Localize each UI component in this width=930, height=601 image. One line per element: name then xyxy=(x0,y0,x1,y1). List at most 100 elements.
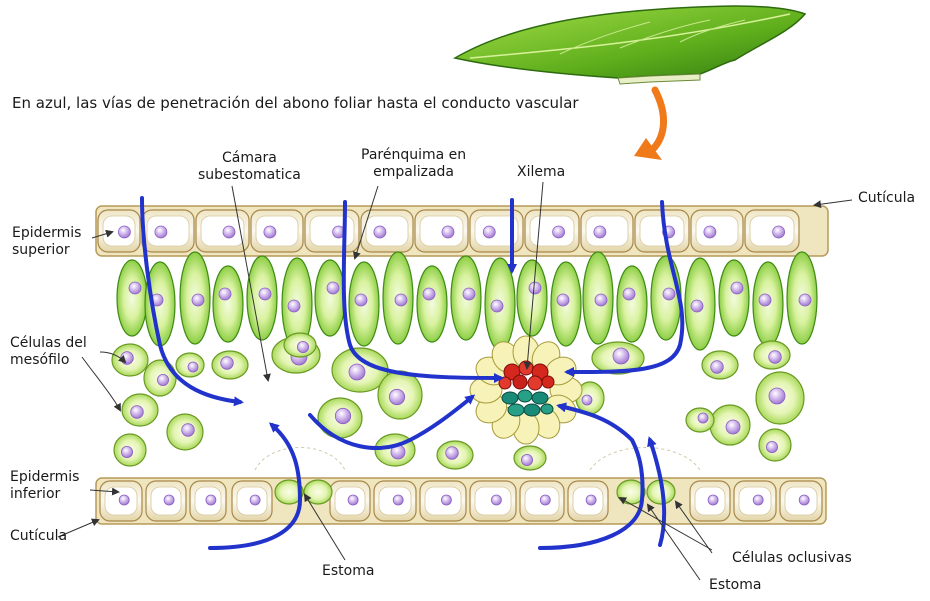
label-epidermis-inferior: Epidermis inferior xyxy=(10,469,79,503)
upper-epidermis-cell xyxy=(581,210,633,252)
mesophyll-cell xyxy=(144,360,176,396)
nucleus xyxy=(708,495,718,505)
nucleus xyxy=(119,495,129,505)
palisade-cell xyxy=(517,260,547,336)
label-epidermis-superior-line2: superior xyxy=(12,242,81,259)
nucleus xyxy=(521,454,532,465)
nucleus xyxy=(264,226,276,238)
upper-epidermis-cell xyxy=(305,210,359,252)
mesophyll-cell xyxy=(710,405,750,445)
palisade-cell xyxy=(180,252,210,344)
label-estoma-right: Estoma xyxy=(709,577,761,594)
label-celulas-line2: mesófilo xyxy=(10,352,87,369)
label-epidermis-superior: Epidermis superior xyxy=(12,225,81,259)
palisade-cell xyxy=(485,258,515,350)
upper-epidermis-cell xyxy=(142,210,194,252)
nucleus xyxy=(118,226,130,238)
palisade-cell xyxy=(753,262,783,346)
nucleus xyxy=(259,288,271,300)
nucleus xyxy=(753,495,763,505)
nucleus xyxy=(121,446,132,457)
label-camara-subestomatica: Cámara subestomatica xyxy=(198,150,301,184)
nucleus xyxy=(188,362,198,372)
lower-epidermis-cell xyxy=(780,481,822,521)
lower-epidermis-cell xyxy=(690,481,730,521)
nucleus xyxy=(595,294,607,306)
nucleus xyxy=(349,364,365,380)
lower-epidermis-cell xyxy=(330,481,370,521)
palisade-cell xyxy=(617,266,647,342)
palisade-cell xyxy=(315,260,345,336)
nucleus xyxy=(221,357,234,370)
nucleus xyxy=(586,495,596,505)
nucleus xyxy=(297,341,308,352)
label-epidermis-superior-line1: Epidermis xyxy=(12,225,81,242)
label-estoma-left: Estoma xyxy=(322,563,374,580)
label-xilema: Xilema xyxy=(517,164,565,181)
lower-epidermis xyxy=(100,481,822,521)
nucleus xyxy=(623,288,635,300)
nucleus xyxy=(769,388,785,404)
upper-epidermis xyxy=(98,210,799,252)
label-camara-line2: subestomatica xyxy=(198,167,301,184)
nucleus xyxy=(799,294,811,306)
mesophyll-cell xyxy=(759,429,791,461)
nucleus xyxy=(582,395,592,405)
upper-epidermis-cell xyxy=(251,210,303,252)
phloem-cells xyxy=(502,390,553,416)
nucleus xyxy=(698,413,708,423)
nucleus xyxy=(423,288,435,300)
label-parenquima-line1: Parénquima en xyxy=(361,147,466,164)
nucleus xyxy=(613,348,629,364)
mesophyll-cell xyxy=(702,351,738,379)
mesophyll-cell xyxy=(284,333,316,357)
lower-epidermis-cell xyxy=(146,481,186,521)
label-celulas-line1: Células del xyxy=(10,335,87,352)
nucleus xyxy=(131,406,144,419)
nucleus xyxy=(355,294,367,306)
upper-epidermis-cell xyxy=(98,210,140,252)
nucleus xyxy=(192,294,204,306)
nucleus xyxy=(157,374,168,385)
upper-epidermis-cell xyxy=(691,210,743,252)
nucleus xyxy=(540,495,550,505)
label-parenquima-empalizada: Parénquima en empalizada xyxy=(361,147,466,181)
nucleus xyxy=(491,300,503,312)
palisade-cell xyxy=(583,252,613,344)
nucleus xyxy=(348,495,358,505)
palisade-cell xyxy=(417,266,447,342)
nucleus xyxy=(557,294,569,306)
label-celulas-oclusivas: Células oclusivas xyxy=(732,550,852,567)
nucleus xyxy=(374,226,386,238)
upper-epidermis-cell xyxy=(196,210,249,252)
nucleus xyxy=(759,294,771,306)
nucleus xyxy=(219,288,231,300)
mesophyll-layer xyxy=(112,333,804,470)
palisade-cell xyxy=(117,260,147,336)
palisade-cell xyxy=(551,262,581,346)
mesophyll-cell xyxy=(112,344,148,376)
upper-epidermis-cell xyxy=(745,210,799,252)
orange-arrow-icon xyxy=(634,90,664,160)
nucleus xyxy=(594,226,606,238)
label-cuticula-bottom: Cutícula xyxy=(10,528,67,545)
lower-epidermis-cell xyxy=(100,481,142,521)
lower-epidermis-cell xyxy=(568,481,608,521)
nucleus xyxy=(182,424,195,437)
mesophyll-cell xyxy=(514,446,546,470)
label-epidermis-inferior-line1: Epidermis xyxy=(10,469,79,486)
label-cuticula-top: Cutícula xyxy=(858,190,915,207)
mesophyll-cell xyxy=(756,372,804,424)
mesophyll-cell xyxy=(318,398,362,438)
nucleus xyxy=(441,495,451,505)
lower-epidermis-cell xyxy=(470,481,516,521)
palisade-cell xyxy=(685,258,715,350)
mesophyll-cell xyxy=(114,434,146,466)
upper-epidermis-cell xyxy=(525,210,579,252)
vascular-bundle xyxy=(470,336,582,444)
nucleus xyxy=(446,447,459,460)
nucleus xyxy=(553,226,565,238)
lower-epidermis-cell xyxy=(374,481,416,521)
label-parenquima-line2: empalizada xyxy=(361,164,466,181)
